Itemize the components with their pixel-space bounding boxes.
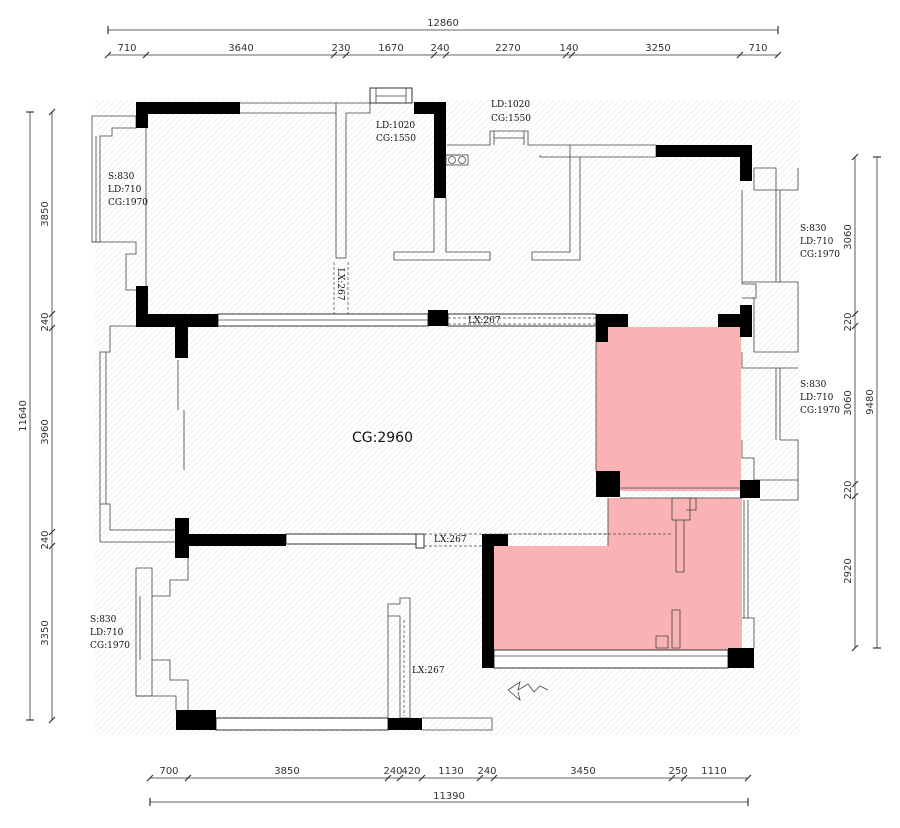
- left-total-label: 11640: [18, 400, 29, 432]
- window-right-mid-ld: LD:710: [800, 393, 834, 403]
- top-seg-5: 2270: [495, 43, 520, 54]
- beam-vertical-label: LX:267: [335, 268, 345, 301]
- annotations: LD:1020 CG:1550 LD:1020 CG:1550 S:830 LD…: [90, 100, 840, 676]
- right-ticks-mark-4: [851, 492, 859, 500]
- top-ticks-mark-3: [342, 51, 350, 59]
- beam-lower-label: LX:267: [434, 535, 467, 545]
- left-ticks-mark-1: [48, 310, 56, 318]
- window-top-right-cg: CG:1550: [491, 114, 531, 124]
- bottom-seg-5: 240: [477, 766, 496, 777]
- right-ticks-mark-1: [851, 310, 859, 318]
- left-seg-2: 3960: [40, 419, 51, 444]
- top-seg-4: 240: [430, 43, 449, 54]
- highlight-upper: [596, 327, 741, 491]
- right-seg-3: 220: [843, 480, 854, 499]
- window-left-top-s: S:830: [108, 172, 135, 182]
- top-seg-0: 710: [117, 43, 136, 54]
- window-left-bottom-s: S:830: [90, 615, 117, 625]
- top-ticks-mark-0: [104, 51, 112, 59]
- bottom-ticks-mark-7: [668, 774, 676, 782]
- bottom-ticks-mark-3: [396, 774, 404, 782]
- left-seg-3: 240: [40, 530, 51, 549]
- ceiling-height-label: CG:2960: [352, 430, 413, 446]
- bottom-seg-2: 240: [383, 766, 402, 777]
- top-seg-7: 3250: [645, 43, 670, 54]
- bottom-ticks-mark-2: [384, 774, 392, 782]
- bottom-seg-3: 420: [401, 766, 420, 777]
- window-left-bottom-cg: CG:1970: [90, 641, 130, 651]
- top-ticks-mark-7: [568, 51, 576, 59]
- top-ticks-mark-5: [442, 51, 450, 59]
- structural-columns: [136, 102, 760, 730]
- left-dimension: 11640 3850 240 3960 240 3350: [18, 108, 56, 724]
- right-seg-1: 220: [843, 312, 854, 331]
- right-ticks-mark-3: [851, 480, 859, 488]
- beam-bottom-label: LX:267: [412, 666, 445, 676]
- window-top-center-cg: CG:1550: [376, 134, 416, 144]
- window-right-top-s: S:830: [800, 224, 827, 234]
- left-ticks-mark-0: [48, 108, 56, 116]
- top-seg-3: 1670: [378, 43, 403, 54]
- left-seg-0: 3850: [40, 201, 51, 226]
- window-left-top-cg: CG:1970: [108, 198, 148, 208]
- bottom-seg-0: 700: [159, 766, 178, 777]
- bottom-ticks-mark-6: [490, 774, 498, 782]
- top-ticks-mark-1: [142, 51, 150, 59]
- left-ticks-mark-2: [48, 324, 56, 332]
- right-total-label: 9480: [865, 389, 876, 414]
- bottom-seg-7: 250: [668, 766, 687, 777]
- stove-icon: [445, 154, 469, 166]
- top-ticks-mark-8: [736, 51, 744, 59]
- window-right-top-ld: LD:710: [800, 237, 834, 247]
- bottom-ticks-mark-0: [146, 774, 154, 782]
- top-ticks-mark-6: [562, 51, 570, 59]
- bottom-total-label: 11390: [433, 791, 465, 802]
- right-seg-2: 3060: [843, 390, 854, 415]
- top-ticks-mark-2: [330, 51, 338, 59]
- highlighted-area: [494, 327, 742, 650]
- beam-upper-label: LX:267: [468, 316, 501, 326]
- top-seg-8: 710: [748, 43, 767, 54]
- bottom-seg-6: 3450: [570, 766, 595, 777]
- right-ticks-mark-0: [851, 153, 859, 161]
- window-left-top-ld: LD:710: [108, 185, 142, 195]
- window-left-bottom-ld: LD:710: [90, 628, 124, 638]
- right-seg-4: 2920: [843, 558, 854, 583]
- bottom-ticks-mark-5: [476, 774, 484, 782]
- window-top-center-ld: LD:1020: [376, 121, 415, 131]
- bottom-seg-8: 1110: [701, 766, 726, 777]
- top-seg-2: 230: [331, 43, 350, 54]
- bottom-ticks-mark-4: [418, 774, 426, 782]
- bottom-ticks-mark-1: [184, 774, 192, 782]
- window-right-mid-cg: CG:1970: [800, 406, 840, 416]
- left-seg-4: 3350: [40, 620, 51, 645]
- window-right-top-cg: CG:1970: [800, 250, 840, 260]
- bottom-ticks-mark-9: [744, 774, 752, 782]
- window-top-right-ld: LD:1020: [491, 100, 530, 110]
- right-seg-0: 3060: [843, 224, 854, 249]
- right-ticks-mark-5: [851, 644, 859, 652]
- right-dimension: 3060 220 3060 220 2920 9480: [843, 153, 881, 652]
- entrance-arrow-icon: [507, 681, 549, 702]
- right-ticks-mark-2: [851, 322, 859, 330]
- top-ticks-mark-4: [430, 51, 438, 59]
- top-total-label: 12860: [427, 18, 459, 29]
- bottom-seg-4: 1130: [438, 766, 463, 777]
- left-seg-1: 240: [40, 312, 51, 331]
- beams: [333, 262, 672, 716]
- top-seg-1: 3640: [228, 43, 253, 54]
- bottom-dimension: 700 3850 240 420 1130 240 3450 250 1110 …: [146, 766, 752, 806]
- left-ticks-mark-3: [48, 528, 56, 536]
- top-dimension: 12860 710 3640 230 1670 240 2270 140 325…: [104, 18, 782, 59]
- bottom-ticks-mark-8: [680, 774, 688, 782]
- left-ticks-mark-5: [48, 716, 56, 724]
- top-ticks-mark-9: [774, 51, 782, 59]
- bottom-seg-1: 3850: [274, 766, 299, 777]
- left-ticks-mark-4: [48, 542, 56, 550]
- window-right-mid-s: S:830: [800, 380, 827, 390]
- top-seg-6: 140: [559, 43, 578, 54]
